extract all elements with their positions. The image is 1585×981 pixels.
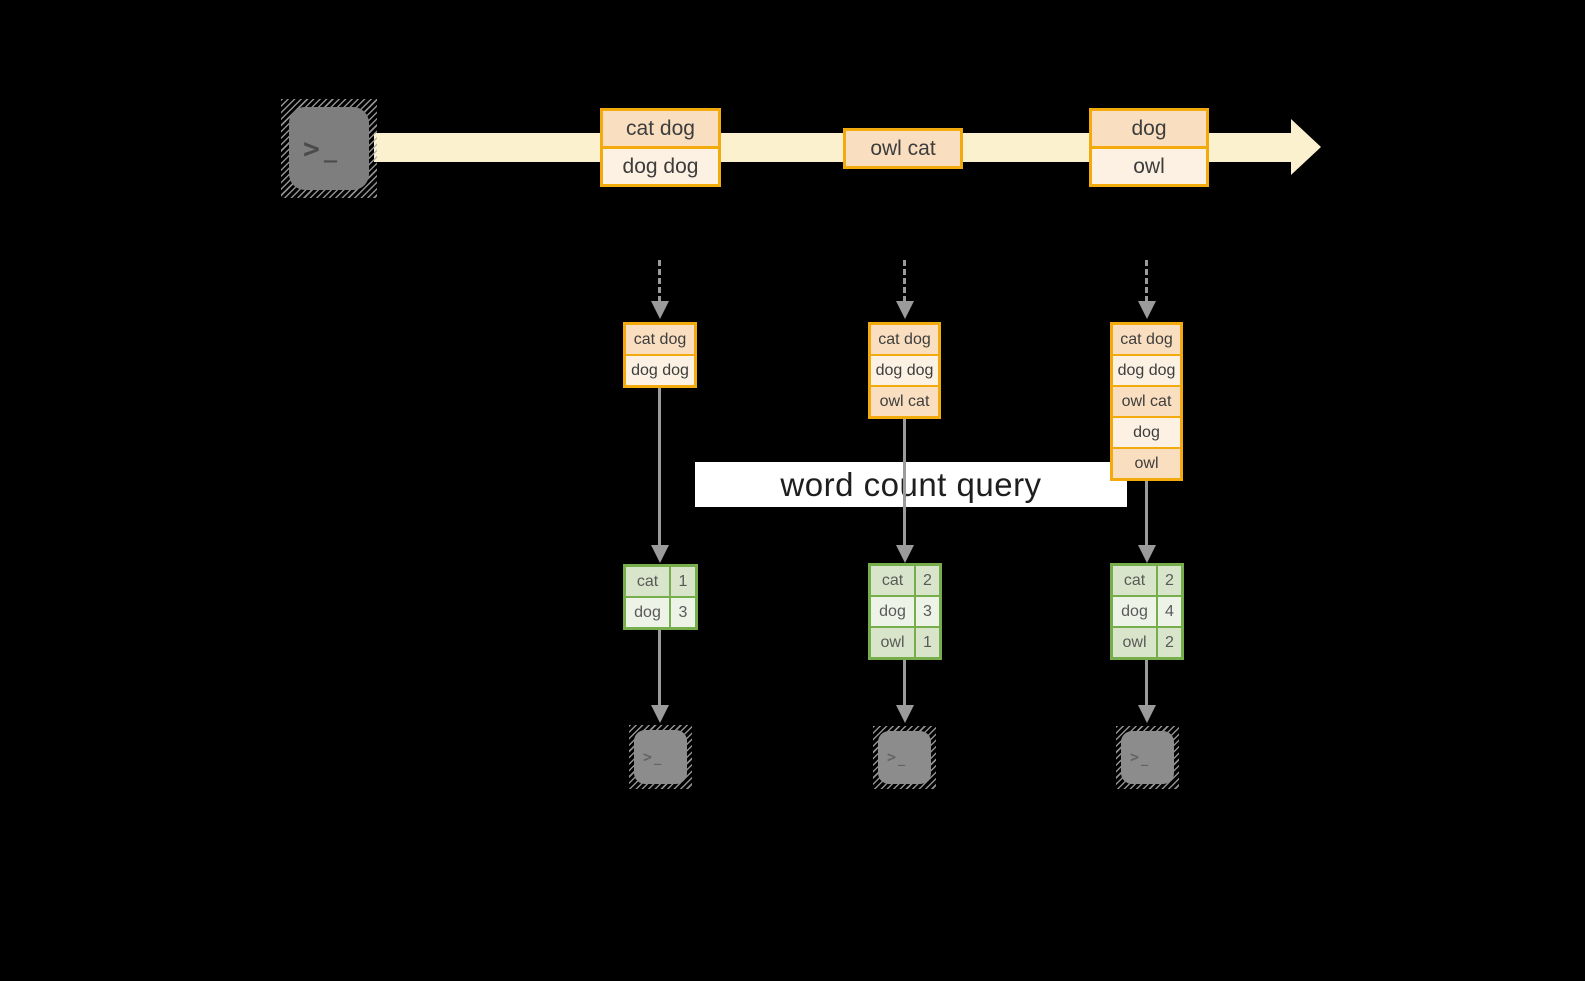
output-arrowhead-icon	[1138, 705, 1156, 723]
word-cell: dog	[626, 598, 669, 627]
state-row: cat dog	[1113, 325, 1180, 354]
query-arrow-line-1	[658, 388, 661, 546]
output-arrowhead-icon	[896, 705, 914, 723]
sink-terminal-icon-2: > _	[873, 726, 936, 789]
table-row: cat 2	[871, 566, 939, 595]
state-row: owl cat	[1113, 385, 1180, 416]
terminal-prompt-icon: >	[303, 131, 320, 165]
ingest-arrow-line-3	[1145, 260, 1148, 302]
state-row: dog dog	[1113, 354, 1180, 385]
query-label: word count query	[780, 465, 1042, 503]
terminal-prompt-icon: >	[1130, 748, 1140, 766]
query-arrow-line-2	[903, 419, 906, 546]
state-row: owl cat	[871, 385, 938, 416]
state-row: owl	[1113, 447, 1180, 478]
output-arrow-line-1	[658, 630, 661, 706]
source-terminal-icon: > _	[281, 99, 377, 198]
state-row: dog dog	[871, 354, 938, 385]
state-batch-box-3: cat dog dog dog owl cat dog owl	[1110, 322, 1183, 481]
terminal-prompt-icon: >	[887, 748, 897, 766]
table-row: cat 2	[1113, 566, 1181, 595]
sink-terminal-icon-3: > _	[1116, 726, 1179, 789]
count-cell: 3	[914, 597, 939, 626]
state-row: cat dog	[626, 325, 694, 354]
query-arrowhead-icon	[1138, 545, 1156, 563]
stream-arrowhead-icon	[1291, 119, 1321, 175]
table-row: dog 3	[626, 596, 695, 627]
output-arrow-line-2	[903, 660, 906, 706]
stream-event-box-3: dog owl	[1089, 108, 1209, 187]
wordcount-table-2: cat 2 dog 3 owl 1	[868, 563, 942, 660]
query-arrowhead-icon	[651, 545, 669, 563]
word-cell: dog	[871, 597, 914, 626]
word-cell: owl	[1113, 628, 1156, 657]
query-label-band: word count query	[695, 462, 1127, 507]
terminal-prompt-icon: >	[643, 747, 653, 766]
count-cell: 2	[1156, 566, 1181, 595]
query-arrowhead-icon	[896, 545, 914, 563]
word-cell: cat	[871, 566, 914, 595]
output-arrowhead-icon	[651, 705, 669, 723]
word-cell: cat	[1113, 566, 1156, 595]
stream-event-row: owl	[1092, 146, 1206, 184]
count-cell: 4	[1156, 597, 1181, 626]
wordcount-table-1: cat 1 dog 3	[623, 564, 698, 630]
ingest-arrowhead-icon	[1138, 301, 1156, 319]
state-row: dog dog	[626, 354, 694, 385]
word-cell: cat	[626, 567, 669, 596]
output-arrow-line-3	[1145, 660, 1148, 706]
ingest-arrowhead-icon	[896, 301, 914, 319]
table-row: dog 4	[1113, 595, 1181, 626]
word-cell: dog	[1113, 597, 1156, 626]
stream-event-row: dog	[1092, 111, 1206, 146]
ingest-arrow-line-1	[658, 260, 661, 302]
sink-terminal-icon-1: > _	[629, 725, 692, 789]
count-cell: 3	[669, 598, 695, 627]
stream-event-box-2: owl cat	[843, 128, 963, 169]
terminal-cursor-icon: _	[654, 751, 662, 765]
stream-event-row: dog dog	[603, 146, 718, 184]
stream-event-box-1: cat dog dog dog	[600, 108, 721, 187]
table-row: dog 3	[871, 595, 939, 626]
ingest-arrowhead-icon	[651, 301, 669, 319]
terminal-cursor-icon: _	[1141, 751, 1149, 766]
terminal-screen: > _	[634, 730, 687, 784]
wordcount-table-3: cat 2 dog 4 owl 2	[1110, 563, 1184, 660]
state-batch-box-2: cat dog dog dog owl cat	[868, 322, 941, 419]
table-row: owl 2	[1113, 626, 1181, 657]
terminal-cursor-icon: _	[898, 751, 906, 766]
terminal-cursor-icon: _	[323, 137, 338, 163]
terminal-screen: > _	[1121, 731, 1174, 784]
stream-event-row: owl cat	[846, 131, 960, 166]
query-arrow-line-3	[1145, 481, 1148, 546]
count-cell: 1	[914, 628, 939, 657]
state-row: cat dog	[871, 325, 938, 354]
word-cell: owl	[871, 628, 914, 657]
terminal-screen: > _	[878, 731, 931, 784]
count-cell: 1	[669, 567, 695, 596]
state-batch-box-1: cat dog dog dog	[623, 322, 697, 388]
table-row: owl 1	[871, 626, 939, 657]
table-row: cat 1	[626, 567, 695, 596]
ingest-arrow-line-2	[903, 260, 906, 302]
count-cell: 2	[1156, 628, 1181, 657]
terminal-screen: > _	[289, 107, 369, 190]
stream-event-row: cat dog	[603, 111, 718, 146]
state-row: dog	[1113, 416, 1180, 447]
count-cell: 2	[914, 566, 939, 595]
